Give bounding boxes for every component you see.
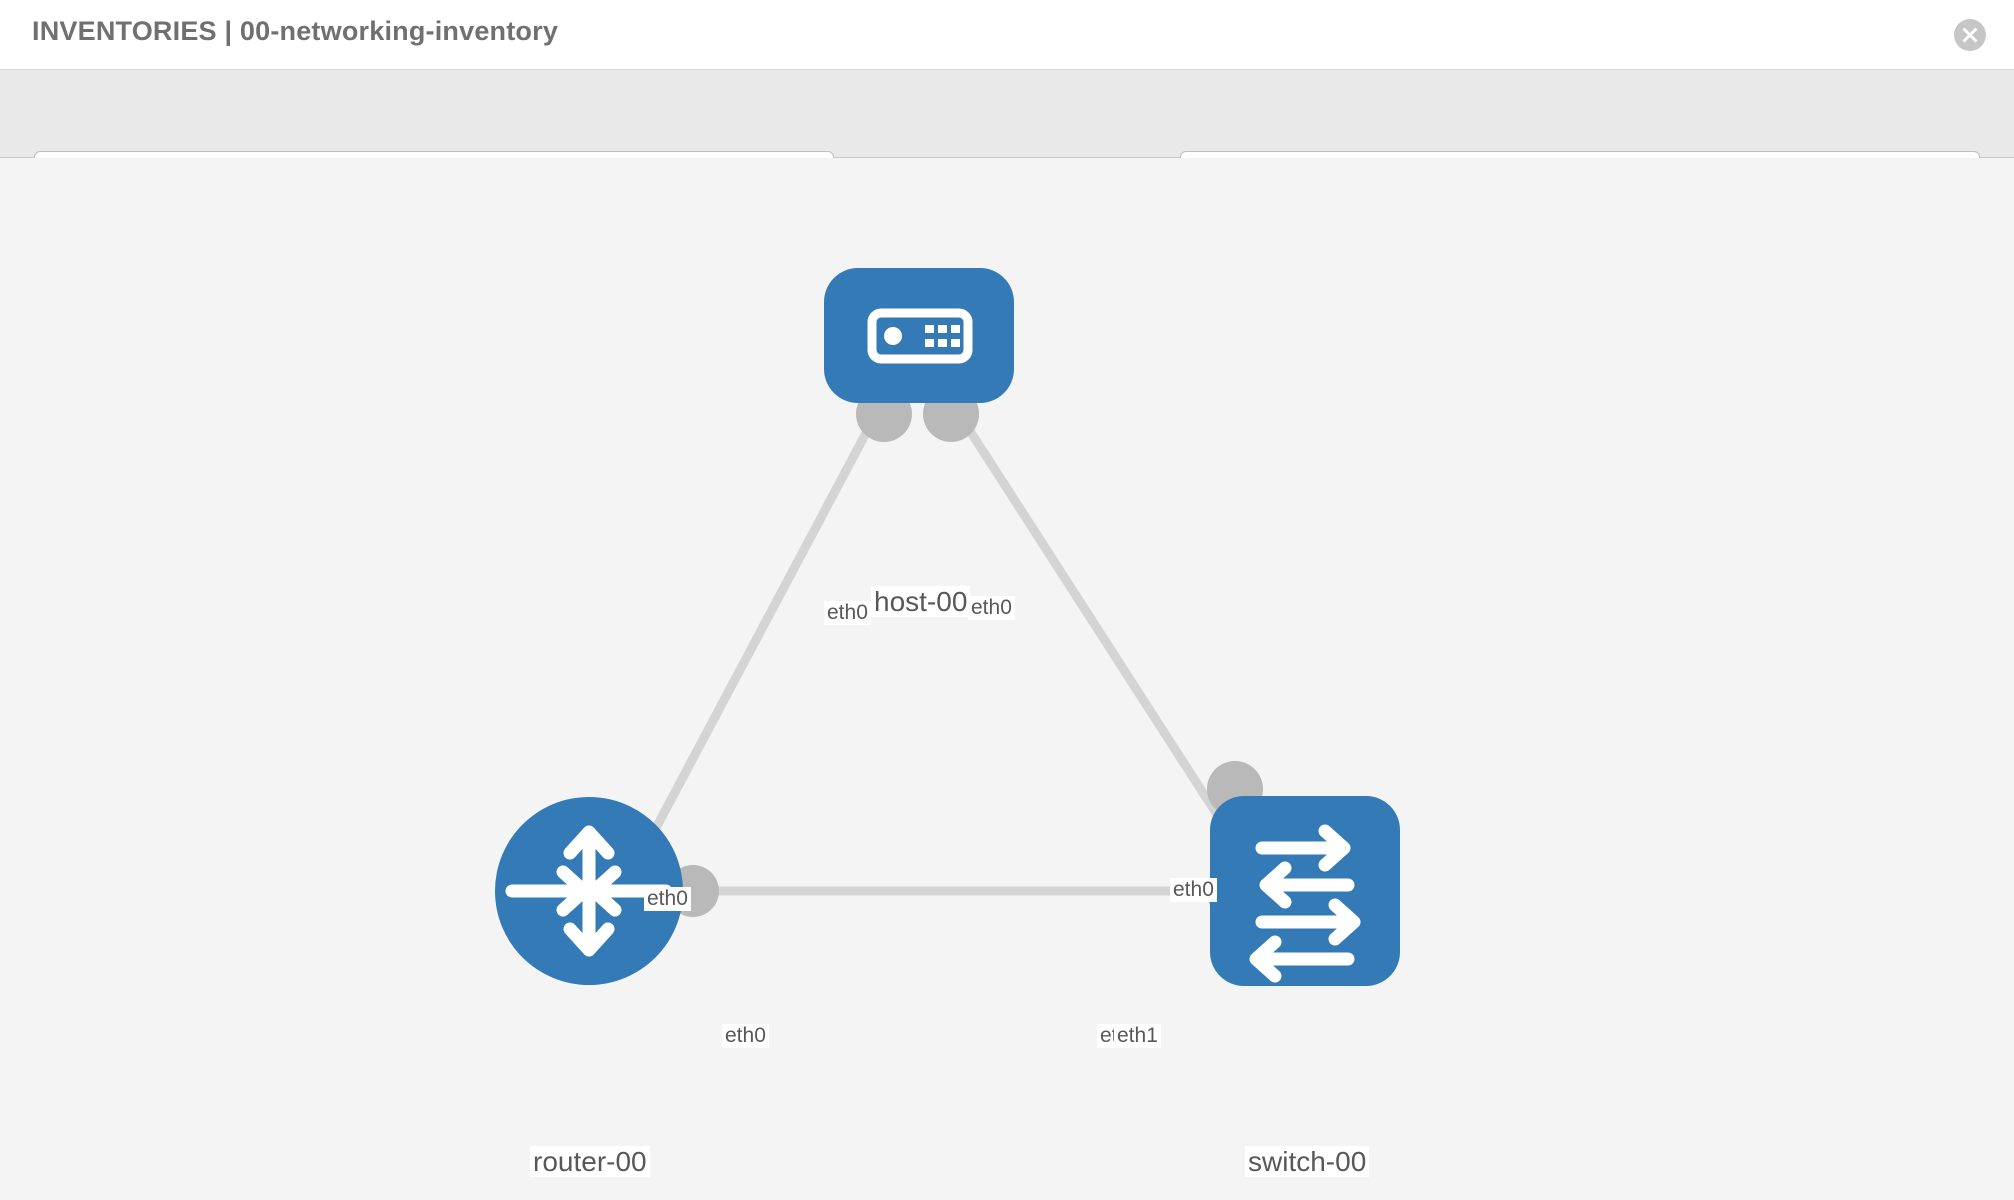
interface-connector-layer [667,386,1263,917]
page-title: INVENTORIES | 00-networking-inventory [32,16,559,46]
node-label-router-00: router-00 [530,1146,650,1178]
node-label-switch-00: switch-00 [1245,1146,1370,1178]
interface-label: eth1 [1114,1024,1161,1049]
node-host-00[interactable] [824,268,1014,403]
topology-graph [495,268,1400,986]
topology-canvas[interactable]: eth0 eth0 eth0 eth0 eth0 eth eth1 host-0… [0,158,2014,1200]
interface-label: eth0 [968,596,1015,621]
edge-host00-switch00 [948,400,1249,861]
edge-layer [636,400,1249,896]
title-bar: INVENTORIES | 00-networking-inventory [0,0,2014,70]
interface-label: eth0 [722,1024,769,1049]
toolbar: ACTIONS SEARCH [0,70,2014,203]
interface-label: eth0 [824,601,871,626]
interface-label: eth0 [644,887,691,912]
node-label-host-00: host-00 [871,586,971,618]
close-icon[interactable] [1954,19,1986,51]
node-switch-00[interactable] [1210,796,1400,986]
edge-router00-host00 [636,400,886,861]
interface-label: eth0 [1170,878,1217,903]
